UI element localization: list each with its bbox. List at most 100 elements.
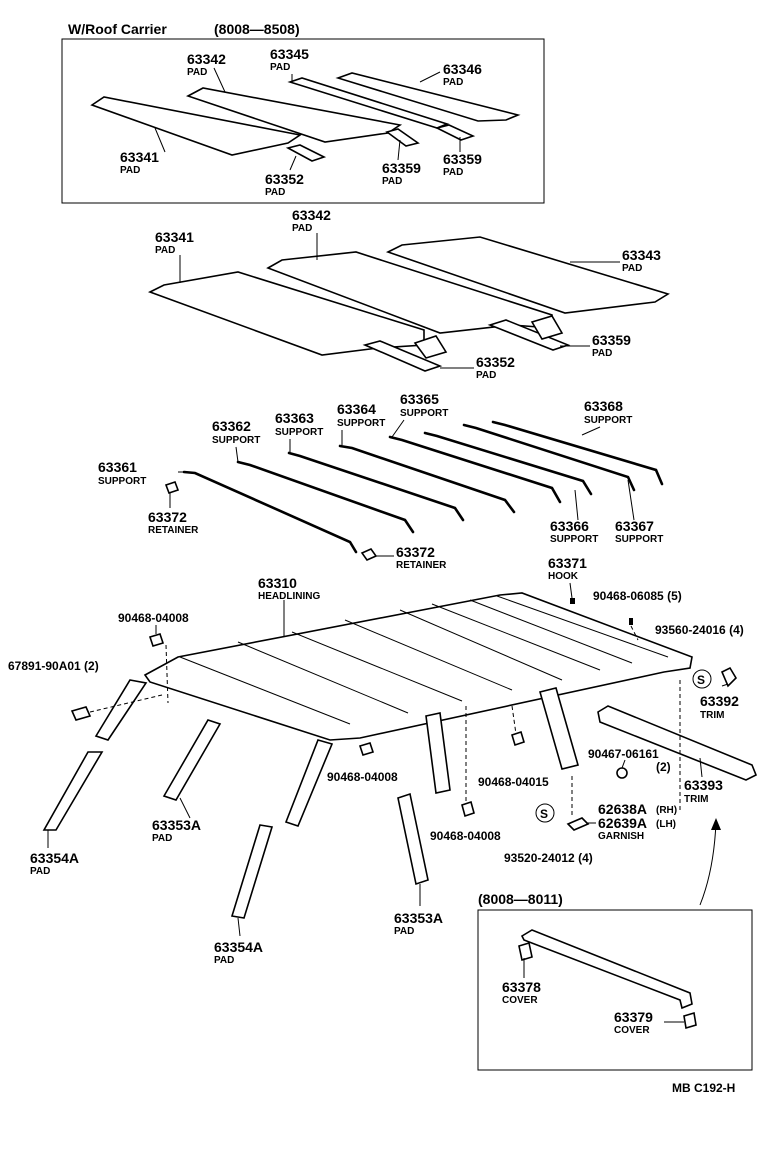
pad-label-63352-num: 63352 xyxy=(476,354,515,370)
pad-63352-shape xyxy=(362,340,443,372)
pad-label-63343-num: 63343 xyxy=(622,247,661,263)
garnish-label-62639a-num: 62639A xyxy=(598,815,647,831)
support-63368-rod xyxy=(491,420,664,486)
inset-cover-frame xyxy=(477,909,753,1071)
pad-label-63354a-mid-name: PAD xyxy=(214,955,234,966)
pad-63341-shape xyxy=(147,271,425,356)
garnish-62638a-shape xyxy=(566,817,590,831)
support-63362-rod xyxy=(236,460,415,534)
pad-label-63353a-left-name: PAD xyxy=(152,833,172,844)
cover-label-63378-num: 63378 xyxy=(502,979,541,995)
inset-label-63342-name: PAD xyxy=(187,67,207,78)
support-label-63364-name: SUPPORT xyxy=(337,418,385,429)
clip-90468-04008-c xyxy=(461,800,475,818)
pad-63353a-left-shape xyxy=(162,719,222,801)
label-90468-04015: 90468-04015 xyxy=(478,775,549,789)
leader xyxy=(179,797,191,819)
inset-cover-range: (8008—8011) 63378 COVER 63379 COVER xyxy=(477,891,753,1071)
pad-63359-fold xyxy=(530,315,564,340)
label-90467-06161-qty: (2) xyxy=(656,760,671,774)
inset-strip-63359b-shape xyxy=(434,124,476,141)
cover-rail-shape xyxy=(520,929,693,1010)
support-63363-rod xyxy=(287,451,465,522)
cover-label-63378-name: COVER xyxy=(502,995,538,1006)
support-63364-rod xyxy=(338,444,516,514)
trim-63392-shape xyxy=(720,666,738,688)
inset-strip-63359a-shape xyxy=(385,128,420,147)
s-mark-93560: S xyxy=(692,669,712,689)
leader xyxy=(699,757,703,778)
inset-label-63341-name: PAD xyxy=(120,165,140,176)
inset-roof-carrier-range: (8008—8508) xyxy=(214,21,300,37)
headlining-rib xyxy=(399,609,563,681)
support-label-63367-num: 63367 xyxy=(615,518,654,534)
hook-label-63371-num: 63371 xyxy=(548,555,587,571)
pad-label-63353a-left-num: 63353A xyxy=(152,817,201,833)
support-label-63362-name: SUPPORT xyxy=(212,435,260,446)
pad-label-63342-num: 63342 xyxy=(292,207,331,223)
garnish-label-62638a-num: 62638A xyxy=(598,801,647,817)
support-label-63363-name: SUPPORT xyxy=(275,427,323,438)
pad-label-63354a-mid-num: 63354A xyxy=(214,939,263,955)
pad-63352-fold xyxy=(413,335,448,359)
trim-label-63393-name: TRIM xyxy=(684,794,708,805)
leader xyxy=(627,479,635,521)
label-90468-04008-a: 90468-04008 xyxy=(118,611,189,625)
pad-63354a-left-shape xyxy=(42,751,104,831)
label-67891-90a01: 67891-90A01 (2) xyxy=(8,659,99,673)
leader xyxy=(391,419,405,438)
pillar-front-left xyxy=(94,679,148,741)
label-90468-04008-c: 90468-04008 xyxy=(430,829,501,843)
pad-63353a-right-shape xyxy=(397,792,429,886)
support-label-63368-num: 63368 xyxy=(584,398,623,414)
pad-label-63359-num: 63359 xyxy=(592,332,631,348)
pad-label-63354a-left-num: 63354A xyxy=(30,850,79,866)
inset-label-63359a-num: 63359 xyxy=(382,160,421,176)
support-63366-rod xyxy=(423,431,593,496)
leader xyxy=(154,127,166,153)
dash xyxy=(630,625,639,641)
label-93560-24016: 93560-24016 (4) xyxy=(655,623,744,637)
retainer-63372b-shape xyxy=(360,548,378,561)
inset-label-63346-num: 63346 xyxy=(443,61,482,77)
inset-pad-63346-shape xyxy=(335,72,521,122)
headlining-label-63310-num: 63310 xyxy=(258,575,297,591)
inset-label-63345-name: PAD xyxy=(270,62,290,73)
support-label-63361-num: 63361 xyxy=(98,459,137,475)
s-mark-glyph: S xyxy=(697,673,705,687)
leader xyxy=(397,139,401,161)
pad-label-63341-name: PAD xyxy=(155,245,175,256)
footer-code: MB C192-H xyxy=(672,1081,735,1095)
pad-label-63352-name: PAD xyxy=(476,370,496,381)
leader xyxy=(721,683,729,687)
inset-roof-carrier-title: W/Roof Carrier xyxy=(68,21,167,37)
inset-pad-63345-shape xyxy=(287,77,450,129)
retainer-label-63372a-num: 63372 xyxy=(148,509,187,525)
pad-63354a-mid-shape xyxy=(230,824,274,919)
leader xyxy=(621,759,626,769)
pads-group: 63342 PAD 63341 PAD 63343 PAD 63359 PAD … xyxy=(147,207,670,381)
headlining-rib xyxy=(469,599,633,664)
support-label-63362-num: 63362 xyxy=(212,418,251,434)
clip-67891-90a01 xyxy=(70,706,92,721)
hook-label-63371-name: HOOK xyxy=(548,571,579,582)
clip-90468-04008-a xyxy=(148,633,165,647)
support-label-63366-num: 63366 xyxy=(550,518,589,534)
pillar-rear xyxy=(539,687,579,770)
headlining-63310-shape xyxy=(143,592,693,741)
pad-label-63353a-right-name: PAD xyxy=(394,926,414,937)
inset-roof-carrier: W/Roof Carrier (8008—8508) 63342 PAD 633… xyxy=(61,21,545,204)
label-90467-06161: 90467-06161 xyxy=(588,747,659,761)
inset-strip-63352-shape xyxy=(285,144,327,162)
pillar-mid-right xyxy=(425,712,451,794)
support-label-63363-num: 63363 xyxy=(275,410,314,426)
support-label-63368-name: SUPPORT xyxy=(584,415,632,426)
inset-label-63359b-num: 63359 xyxy=(443,151,482,167)
pillar-center xyxy=(284,739,334,827)
inset-label-63352-name: PAD xyxy=(265,187,285,198)
pad-63343-shape xyxy=(385,236,670,314)
cover-label-63379-num: 63379 xyxy=(614,1009,653,1025)
inset-label-63359a-name: PAD xyxy=(382,176,402,187)
s-mark-93520: S xyxy=(535,803,555,823)
